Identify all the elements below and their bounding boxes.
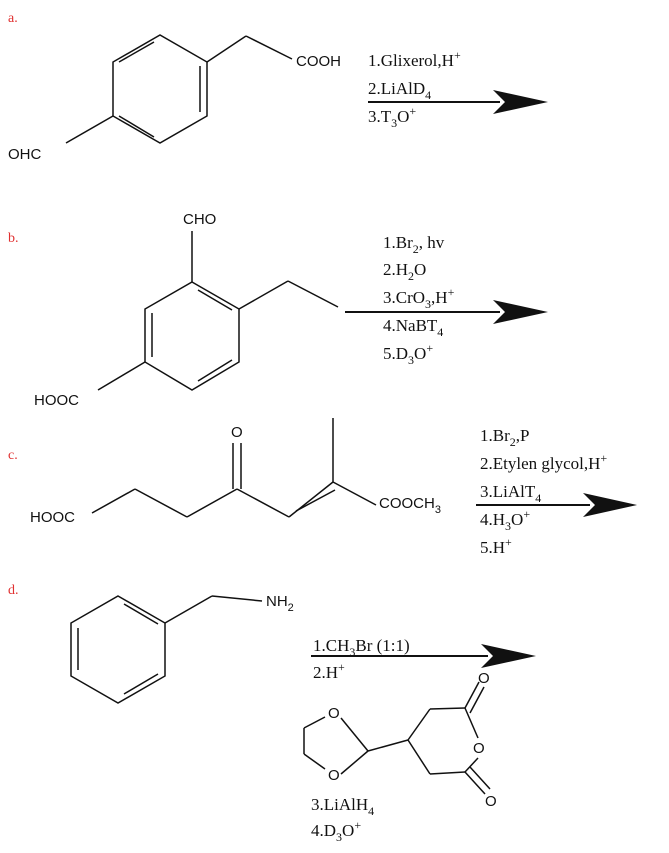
ester-group-label: COOCH3 bbox=[379, 495, 441, 516]
reaction-arrow-a bbox=[368, 90, 548, 114]
structure-c: O HOOC COOCH3 bbox=[30, 418, 441, 526]
reagent-step: 3.LiAlT4 bbox=[480, 482, 541, 505]
aldehyde-group-label: OHC bbox=[8, 146, 42, 163]
problem-c: c. O HOOC COOCH3 1.Br2,P 2.Etylen glycol… bbox=[8, 418, 637, 557]
reagent-step: 5.H+ bbox=[480, 535, 512, 557]
ring-oxygen-label: O bbox=[473, 740, 485, 757]
acid-group-label: HOOC bbox=[34, 392, 79, 409]
aldehyde-group-label: CHO bbox=[183, 211, 216, 228]
problem-b: b. CHO HOOC 1.Br2, hv 2.H2O 3.CrO3,H+ 4.… bbox=[8, 211, 548, 409]
reagent-step: 5.D3O+ bbox=[383, 341, 433, 367]
section-mark-a: a. bbox=[8, 11, 18, 26]
section-mark-b: b. bbox=[8, 231, 19, 246]
reagent-step: 1.CH3Br (1:1) bbox=[313, 636, 410, 659]
reagents-c: 1.Br2,P 2.Etylen glycol,H+ 3.LiAlT4 4.H3… bbox=[480, 426, 607, 557]
amine-group-label: NH2 bbox=[266, 593, 294, 614]
section-mark-c: c. bbox=[8, 448, 18, 463]
structure-a: COOH OHC bbox=[8, 34, 341, 163]
reaction-arrow-c bbox=[476, 493, 637, 517]
carbonyl-oxygen-label: O bbox=[478, 670, 490, 687]
reagent-step: 3.LiAlH4 bbox=[311, 795, 374, 818]
acid-group-label: COOH bbox=[296, 53, 341, 70]
reagents-d: 1.CH3Br (1:1) 2.H+ 3.LiAlH4 4.D3O+ bbox=[311, 636, 410, 844]
reagent-step: 3.T3O+ bbox=[368, 104, 416, 130]
reagent-step: 3.CrO3,H+ bbox=[383, 285, 455, 311]
reagent-step: 4.D3O+ bbox=[311, 818, 361, 844]
reaction-arrow-d bbox=[311, 644, 536, 668]
reagent-step: 2.H+ bbox=[313, 660, 345, 682]
section-mark-d: d. bbox=[8, 583, 19, 598]
reagent-step: 4.NaBT4 bbox=[383, 316, 443, 339]
reagent-structure-dioxane-anhydride: O O O O O bbox=[303, 670, 497, 810]
ring-oxygen-label: O bbox=[328, 705, 340, 722]
acid-group-label: HOOC bbox=[30, 509, 75, 526]
structure-b: CHO HOOC bbox=[34, 211, 339, 409]
structure-d: NH2 bbox=[70, 593, 294, 704]
ring-oxygen-label: O bbox=[328, 767, 340, 784]
reagent-step: 2.Etylen glycol,H+ bbox=[480, 451, 607, 473]
reagent-step: 2.LiAlD4 bbox=[368, 79, 431, 102]
problem-a: a. COOH OHC 1.Glixerol,H+ 2.LiAlD4 3.T3O… bbox=[8, 11, 548, 163]
carbonyl-oxygen-label: O bbox=[485, 793, 497, 810]
problem-d: d. NH2 1.CH3Br (1:1) 2.H+ 3.LiAlH4 4.D3O… bbox=[8, 583, 536, 844]
reagent-step: 1.Br2,P bbox=[480, 426, 529, 449]
reagents-b: 1.Br2, hv 2.H2O 3.CrO3,H+ 4.NaBT4 5.D3O+ bbox=[383, 233, 455, 367]
reaction-arrow-b bbox=[345, 300, 548, 324]
reagent-step: 1.Br2, hv bbox=[383, 233, 445, 256]
reagents-a: 1.Glixerol,H+ 2.LiAlD4 3.T3O+ bbox=[368, 48, 461, 130]
ketone-oxygen-label: O bbox=[231, 424, 243, 441]
reagent-step: 4.H3O+ bbox=[480, 507, 530, 533]
reagent-step: 2.H2O bbox=[383, 260, 426, 283]
reagent-step: 1.Glixerol,H+ bbox=[368, 48, 461, 70]
